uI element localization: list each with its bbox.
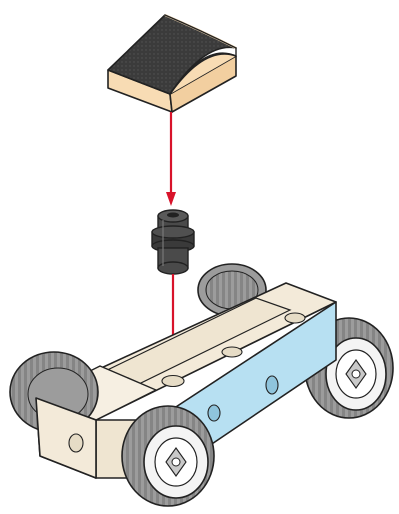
curved-slope-brick <box>108 15 236 112</box>
wheeled-chassis <box>10 264 393 506</box>
assembly-arrow-upper <box>166 112 176 206</box>
wheel-front-right <box>122 406 214 506</box>
connector-peg <box>152 210 194 274</box>
